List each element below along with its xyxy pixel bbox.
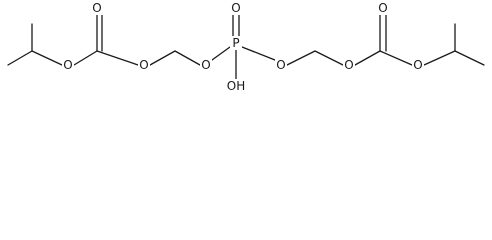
atom-label-o: O: [344, 58, 353, 72]
bond-single: [7, 50, 33, 66]
atom-o-phosphate-left: O: [200, 58, 212, 72]
bond-single: [354, 50, 381, 66]
atom-o-carbonyl-right: O: [377, 1, 389, 15]
bond-single: [423, 50, 456, 66]
atom-o-ester-right: O: [412, 58, 424, 72]
atom-o-phosphate-right: O: [275, 58, 287, 72]
bond-single: [211, 46, 231, 61]
bond-single: [31, 50, 63, 66]
bond-single: [174, 50, 201, 66]
bond-single: [149, 50, 176, 66]
atom-label-o: O: [276, 58, 285, 72]
atom-labels: O O O O P O OH O: [62, 1, 424, 93]
bond-single: [241, 46, 276, 61]
atom-o-carbonyl-left: O: [91, 1, 103, 15]
atom-label-p: P: [232, 36, 239, 50]
atom-label-o: O: [201, 58, 210, 72]
bond-lines: [7, 14, 485, 80]
bond-single: [286, 50, 316, 66]
atom-label-o: O: [139, 58, 148, 72]
atom-o-methylene-left: O: [138, 58, 150, 72]
bond-single: [96, 50, 139, 66]
atom-oh-phosphate: OH: [225, 79, 247, 93]
bond-single: [454, 50, 485, 66]
atom-label-o: O: [63, 58, 72, 72]
atom-p-center: P: [230, 36, 242, 50]
bond-single: [379, 50, 413, 66]
bond-single: [314, 50, 344, 66]
atom-o-phosphoryl: O: [230, 1, 242, 15]
bond-single: [73, 50, 98, 66]
atom-label-o: O: [378, 1, 387, 15]
atom-label-oh: OH: [227, 79, 245, 93]
structure-diagram: O O O O P O OH O: [7, 1, 485, 93]
atom-label-o: O: [413, 58, 422, 72]
atom-label-o: O: [231, 1, 240, 15]
atom-o-ester-left: O: [62, 58, 74, 72]
atom-label-o: O: [92, 1, 101, 15]
atom-o-methylene-right: O: [343, 58, 355, 72]
